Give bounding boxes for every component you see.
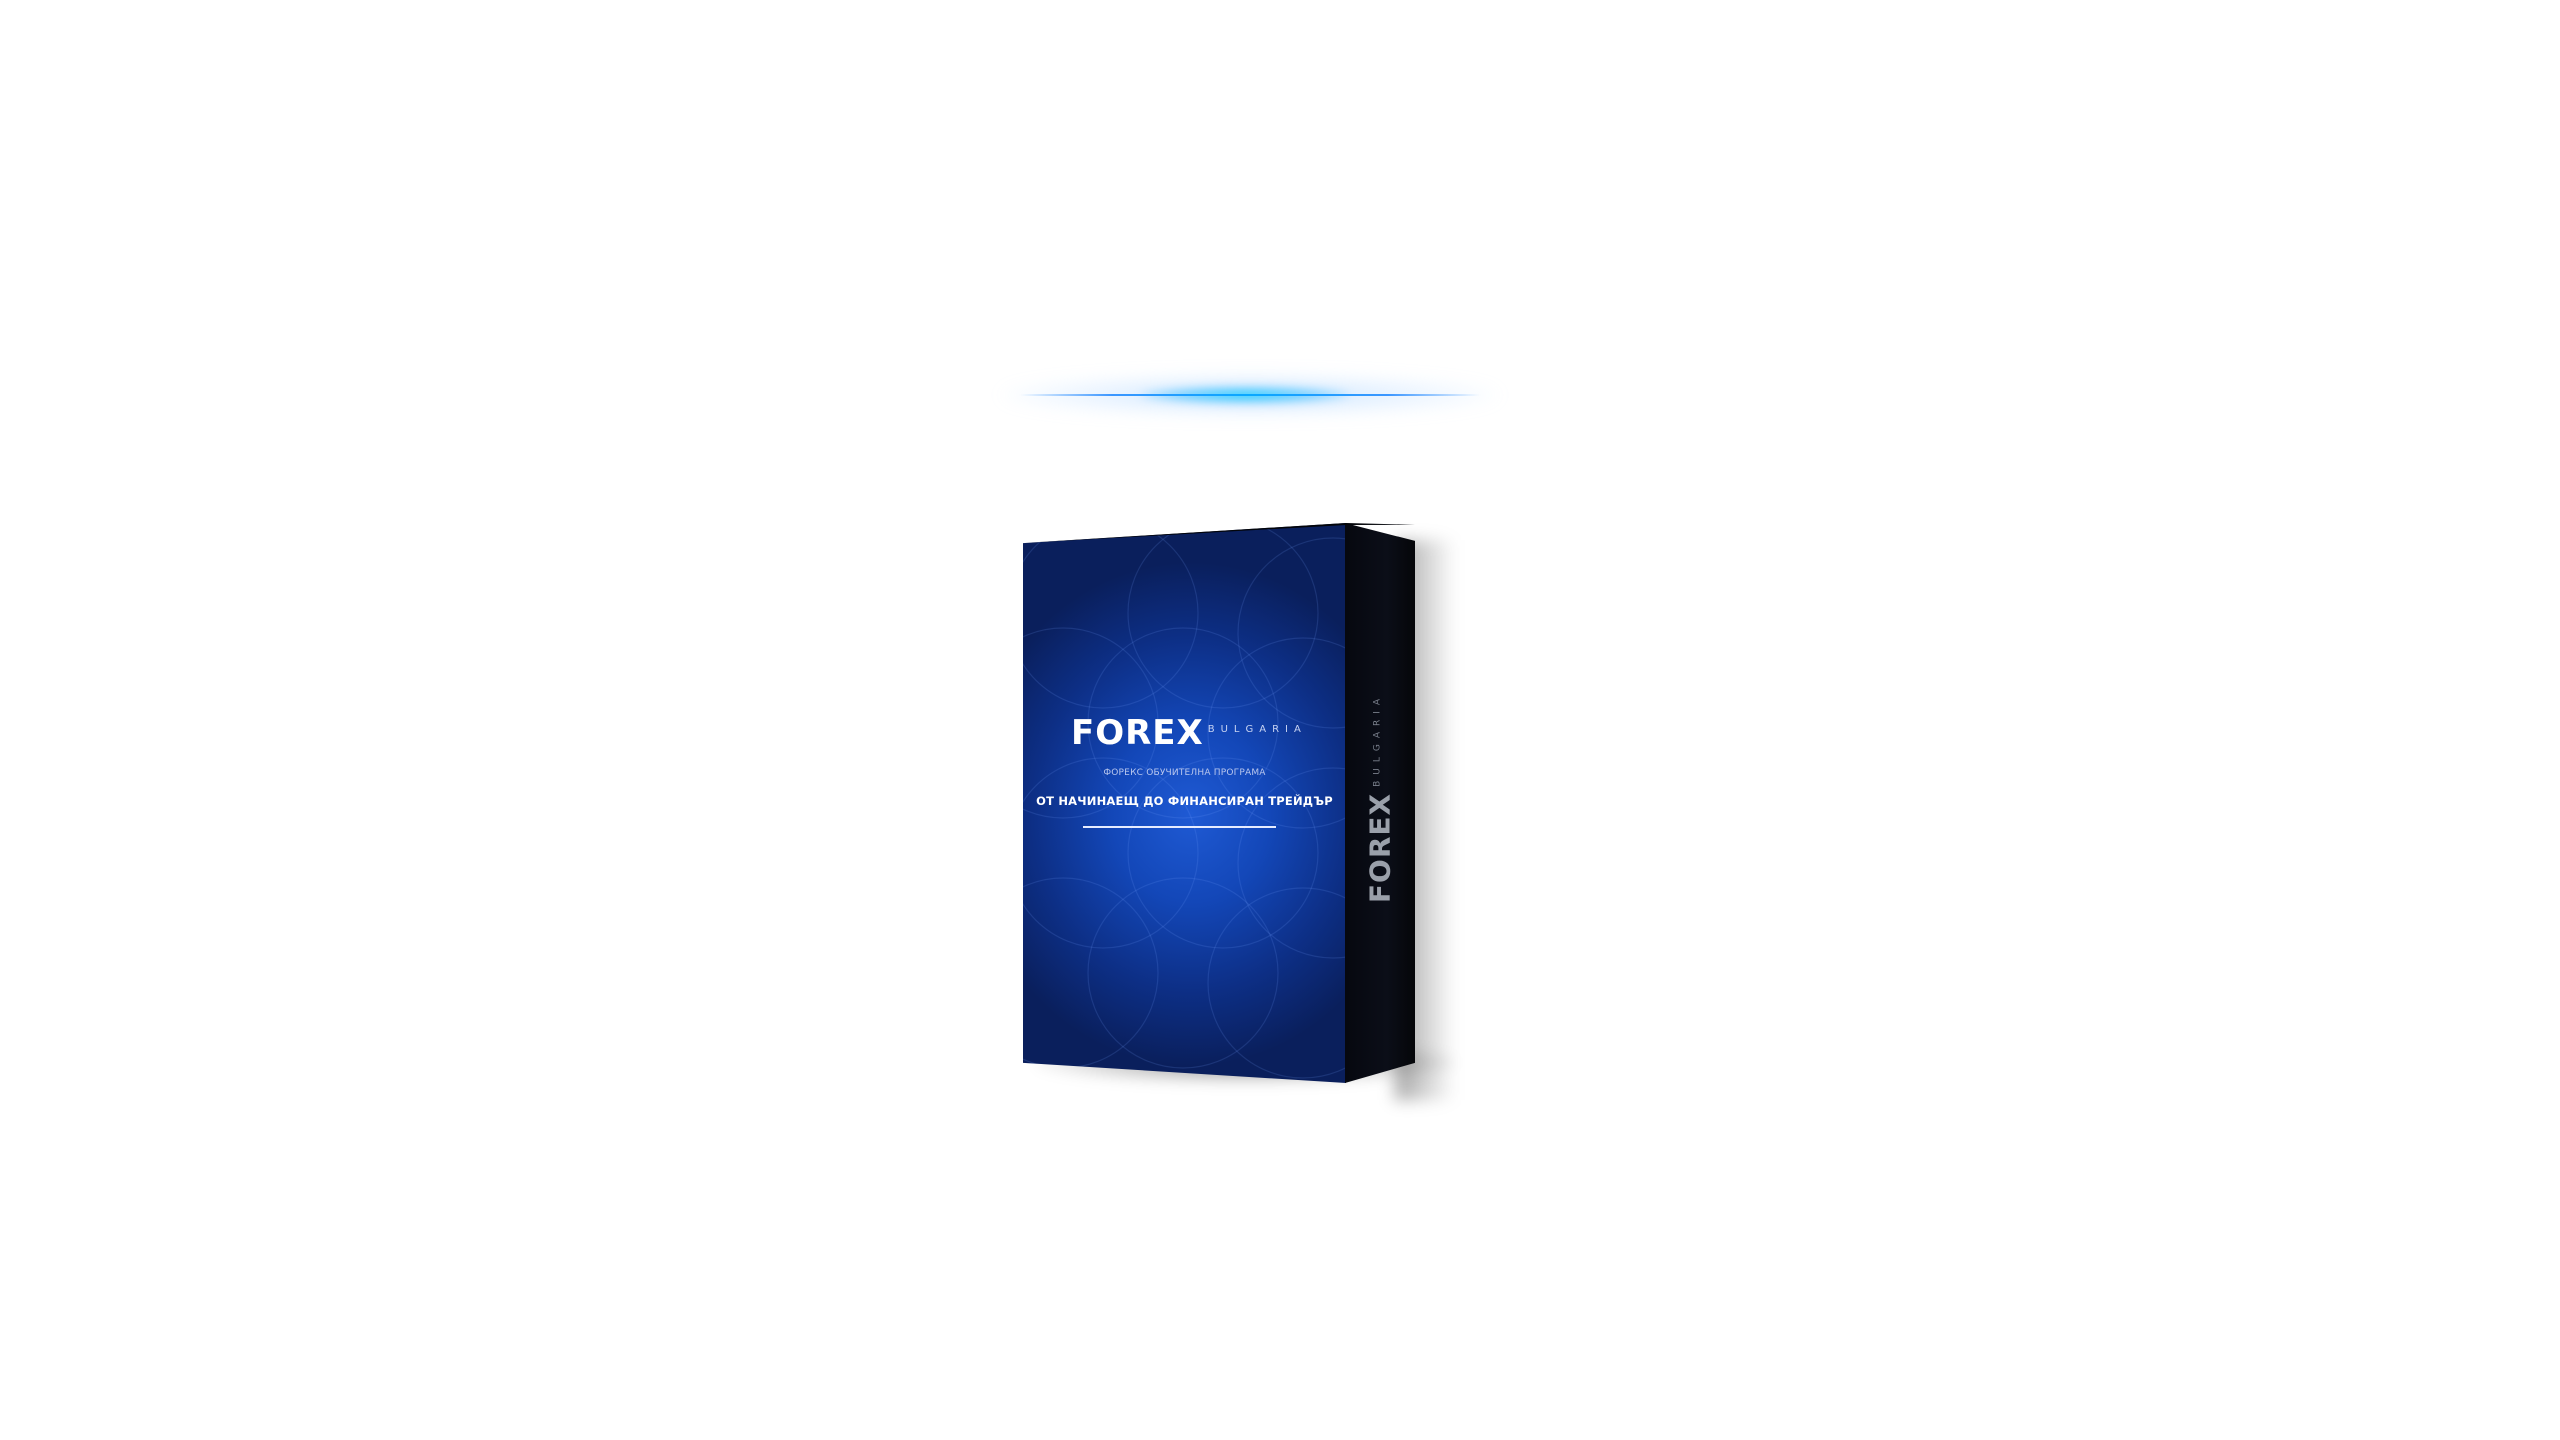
side-brand-logo: FOREX BULGARIA <box>1364 693 1397 903</box>
title-underline <box>1083 826 1276 828</box>
glow-line <box>1020 394 1480 396</box>
product-box-side: FOREX BULGARIA <box>1345 523 1415 1083</box>
blue-light-glow <box>990 350 1510 440</box>
side-brand-sub: BULGARIA <box>1372 692 1383 787</box>
program-label: ФОРЕКС ОБУЧИТЕЛНА ПРОГРАМА <box>1103 768 1266 778</box>
front-brand-sub: BULGARIA <box>1207 724 1307 735</box>
decorative-circles-pattern <box>1023 523 1346 1079</box>
side-brand-main: FOREX <box>1363 792 1397 904</box>
front-brand-main: FOREX <box>1071 713 1204 753</box>
product-box-front: FOREX BULGARIA ФОРЕКС ОБУЧИТЕЛНА ПРОГРАМ… <box>1023 523 1346 1083</box>
program-title: ОТ НАЧИНАЕЩ ДО ФИНАНСИРАН ТРЕЙДЪР <box>1036 794 1333 808</box>
front-brand-logo: FOREX BULGARIA <box>1071 713 1307 753</box>
